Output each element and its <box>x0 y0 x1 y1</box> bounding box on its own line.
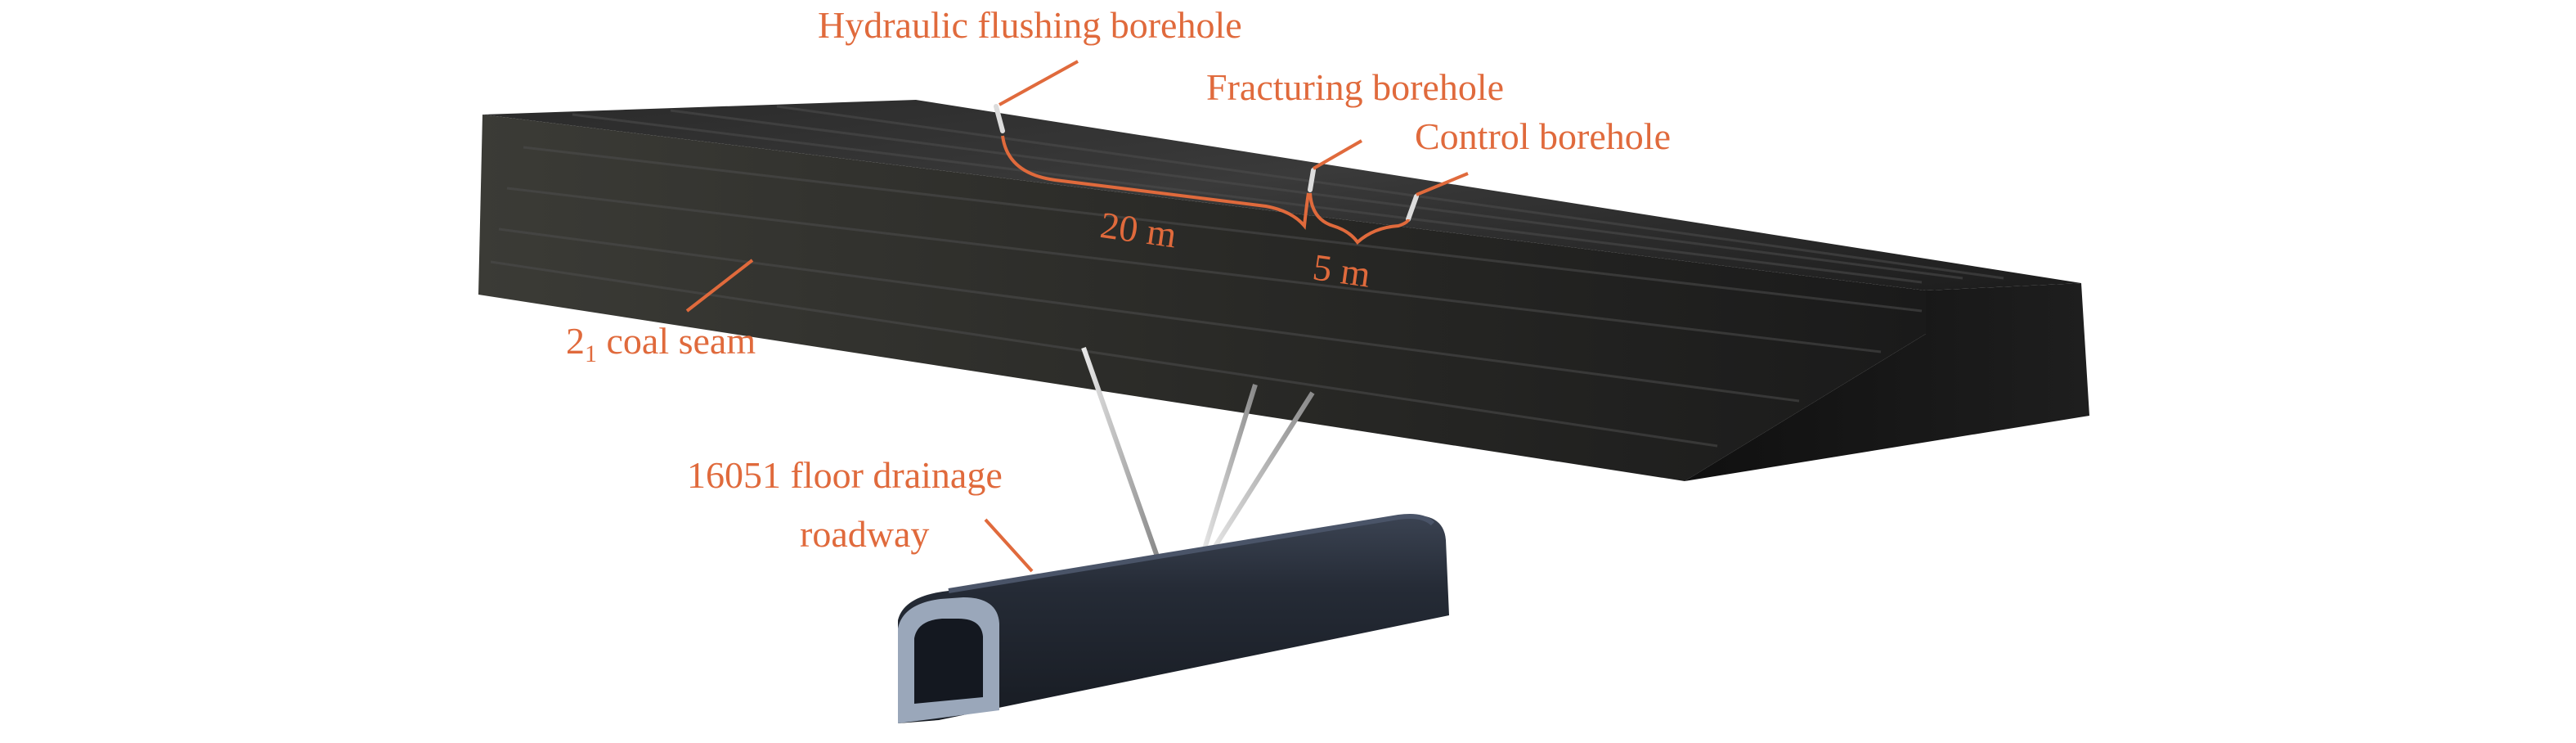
borehole-markers <box>994 104 1419 222</box>
coal-seam-leader-line <box>685 259 754 313</box>
brace-5m <box>1308 192 1410 245</box>
control-leader-line <box>1416 172 1469 196</box>
coal-seam-number: 2 <box>566 320 585 362</box>
coal-seam-label: 21 coal seam <box>566 320 756 367</box>
fracturing-leader-line <box>1313 139 1362 170</box>
roadway-body <box>898 515 1449 723</box>
roadway-leader-line <box>984 518 1034 573</box>
coal-seam-side-face <box>1685 283 2089 481</box>
fracturing-borehole-marker <box>1308 168 1316 192</box>
roadway-top-highlight <box>948 514 1435 593</box>
borehole-lines <box>1081 347 1315 558</box>
roadway-label-line1: 16051 floor drainage <box>687 454 1003 496</box>
fracturing-borehole-label: Fracturing borehole <box>1206 66 1504 108</box>
roadway-label-line2: roadway <box>800 513 929 555</box>
brace-20m <box>1001 135 1310 230</box>
coal-seam-texture <box>490 105 2004 448</box>
coal-seam-block <box>478 100 2089 481</box>
control-borehole-marker <box>1406 194 1419 222</box>
control-borehole-label: Control borehole <box>1415 115 1671 157</box>
borehole-line-middle <box>1200 384 1258 557</box>
coal-seam-text: coal seam <box>597 320 756 362</box>
coal-seam-subscript: 1 <box>585 340 597 367</box>
hydraulic-flushing-borehole-label: Hydraulic flushing borehole <box>818 4 1242 46</box>
annotation-lines <box>685 60 1469 573</box>
hydraulic-flushing-borehole-marker <box>994 104 1005 133</box>
floor-drainage-roadway <box>898 514 1449 723</box>
borehole-line-right <box>1206 391 1315 558</box>
coal-seam-front-face <box>478 115 1926 481</box>
borehole-line-left <box>1081 347 1160 557</box>
hydraulic-leader-line <box>999 60 1079 106</box>
roadway-portal-opening <box>914 619 983 704</box>
labels: Hydraulic flushing borehole Fracturing b… <box>566 4 1671 555</box>
spacing-5m-label: 5 m <box>1310 245 1373 295</box>
